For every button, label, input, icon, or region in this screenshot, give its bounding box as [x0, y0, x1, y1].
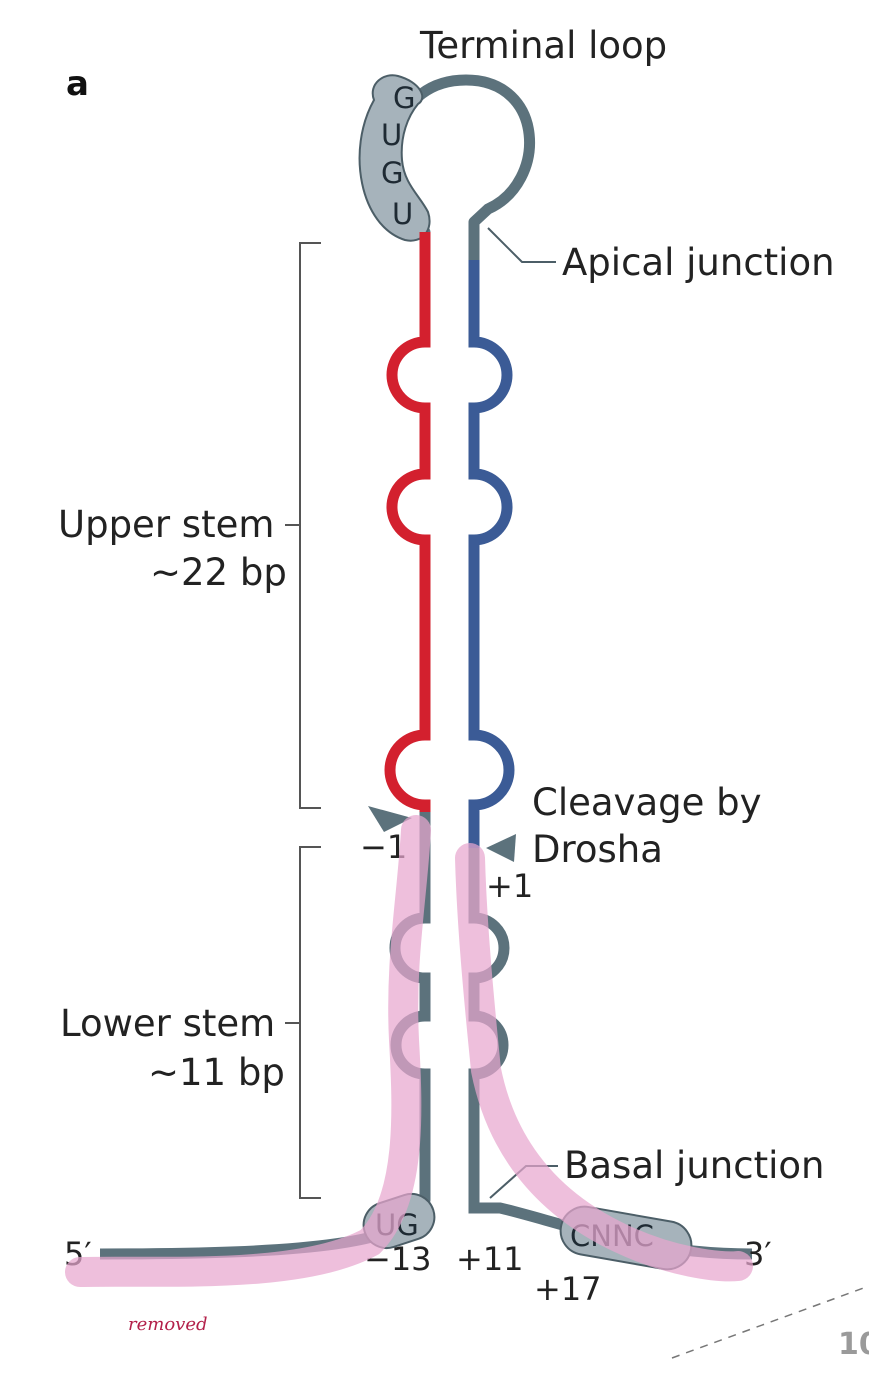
- upper-stem-3p-arm: [468, 258, 515, 848]
- lower-stem-label: Lower stem: [60, 1002, 275, 1045]
- motif-letter: U: [392, 197, 413, 231]
- position-plus-1: +1: [486, 867, 533, 905]
- cleavage-arrow-3p: [486, 834, 516, 862]
- basal-junction-label: Basal junction: [564, 1144, 824, 1187]
- upper-stem-5p-arm: [384, 232, 431, 812]
- upper-stem-length: ~22 bp: [150, 551, 287, 594]
- motif-letter: U: [381, 118, 402, 152]
- handwritten-removed-note: removed: [128, 1314, 208, 1335]
- position-plus-11: +11: [456, 1240, 524, 1278]
- motif-letter: G: [393, 81, 415, 115]
- upper-stem-label: Upper stem: [58, 503, 274, 546]
- terminal-loop-label: Terminal loop: [419, 24, 667, 67]
- motif-letter: G: [381, 156, 403, 190]
- panel-label: a: [66, 64, 89, 104]
- cleavage-label: Cleavage by: [532, 781, 762, 824]
- lower-stem-length: ~11 bp: [148, 1051, 285, 1094]
- cleavage-arrow-5p: [368, 806, 412, 832]
- apical-junction-label: Apical junction: [562, 241, 835, 284]
- apical-junction-leader: [487, 227, 556, 263]
- highlight-removed-3p: [455, 843, 753, 1282]
- page-number: 10: [838, 1327, 869, 1362]
- upper-stem-bracket: [299, 242, 321, 809]
- dashed-divider: [671, 1285, 869, 1359]
- highlight-removed-5p: [65, 815, 431, 1287]
- lower-stem-3p-flank: [468, 848, 753, 1260]
- position-plus-17: +17: [534, 1270, 602, 1308]
- drosha-label: Drosha: [532, 828, 663, 871]
- ugug-motif: [358, 74, 431, 242]
- lower-stem-bracket: [299, 846, 321, 1199]
